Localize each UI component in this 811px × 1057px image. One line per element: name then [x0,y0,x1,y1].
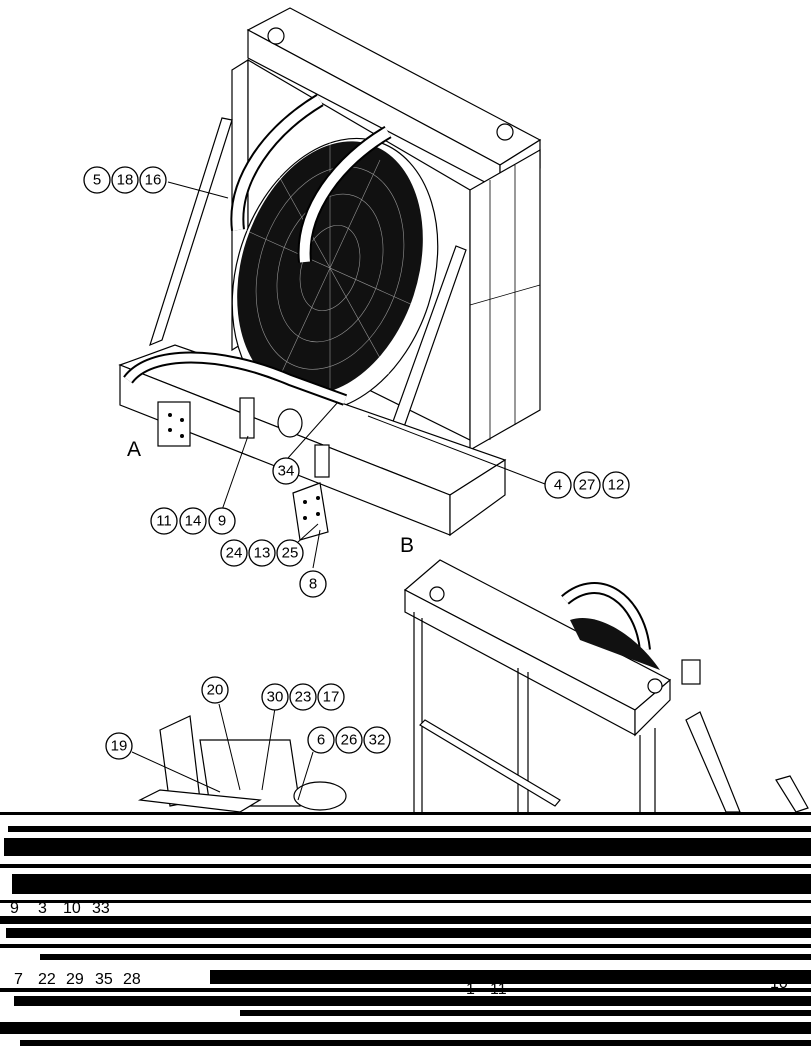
callout-group-30-23-17: 30 23 17 [261,683,345,711]
bottom-callout-row-1: 9 3 10 33 [10,900,110,917]
leader-lines [131,181,546,801]
callout-13: 13 [254,545,271,562]
callout-23: 23 [295,689,312,706]
callout-group-11-14-9: 11 14 9 [150,507,236,535]
bottom-callout-row-2: 7 22 29 35 28 [14,971,141,988]
bottom-num-11: 11 [490,981,507,998]
callout-group-8: 8 [299,570,327,598]
bottom-num-22: 22 [38,971,56,988]
callout-20: 20 [207,682,224,699]
bottom-num-10b: 10 [770,975,788,992]
callout-5: 5 [93,172,101,189]
callout-19: 19 [111,738,128,755]
callout-group-24-13-25: 24 13 25 [220,539,304,567]
callout-4: 4 [554,477,562,494]
bottom-num-7: 7 [14,971,23,988]
bottom-stray-numbers: 1 11 10 [466,975,788,998]
callout-24: 24 [226,545,243,562]
view-label-a: A [127,438,141,461]
callout-26: 26 [341,732,358,749]
callout-34: 34 [278,463,295,480]
bottom-num-28: 28 [123,971,141,988]
callout-17: 17 [323,689,340,706]
bottom-num-1: 1 [466,981,475,998]
bottom-num-29: 29 [66,971,84,988]
callout-group-20: 20 [201,676,229,704]
callout-25: 25 [282,545,299,562]
callout-11: 11 [156,513,172,530]
bottom-num-3: 3 [38,900,47,917]
callout-32: 32 [369,732,386,749]
radiator-assembly-lower [137,559,809,813]
callout-group-19: 19 [105,732,133,760]
callout-group-5-18-16: 5 18 16 [83,166,167,194]
callout-8: 8 [309,576,317,593]
view-label-b: B [400,534,414,557]
callout-18: 18 [117,172,134,189]
callout-27: 27 [579,477,596,494]
callout-12: 12 [608,477,625,494]
radiator-assembly-upper [118,7,542,541]
callout-group-4-27-12: 4 27 12 [544,471,630,499]
callout-6: 6 [317,732,325,749]
bottom-num-33: 33 [92,900,110,917]
callout-14: 14 [185,513,202,530]
callout-16: 16 [145,172,162,189]
scan-artifact-bands [0,812,811,1046]
callout-9: 9 [218,513,226,530]
callout-30: 30 [267,689,284,706]
bottom-num-10: 10 [63,900,81,917]
callout-group-6-26-32: 6 26 32 [307,726,391,754]
bottom-num-35: 35 [95,971,113,988]
bottom-num-9: 9 [10,900,19,917]
callout-group-34: 34 [272,457,300,485]
